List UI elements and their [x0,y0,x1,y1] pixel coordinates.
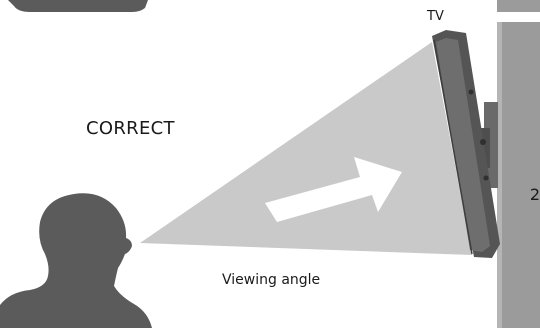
tv-knob-top [468,89,474,95]
wall-edge [497,22,502,328]
arrow-right-icon [265,157,402,222]
tv-screen [436,38,490,252]
cropped-head-silhouette-icon [8,0,148,12]
tv-screen-edge [433,39,473,255]
wall-gap [497,12,540,22]
tv-knob-mid [480,139,486,145]
correct-label: CORRECT [86,118,175,139]
viewing-angle-label: Viewing angle [222,272,321,288]
wall-top-strip [497,0,540,12]
viewing-angle-cone [140,42,472,255]
person-head-silhouette-icon [0,193,152,328]
page-number-fragment: 2 [529,185,540,204]
tv-knob-low [483,175,489,181]
wall [497,22,540,328]
tv-label: TV [427,9,444,24]
wall-mounted-tv-icon [432,30,500,258]
